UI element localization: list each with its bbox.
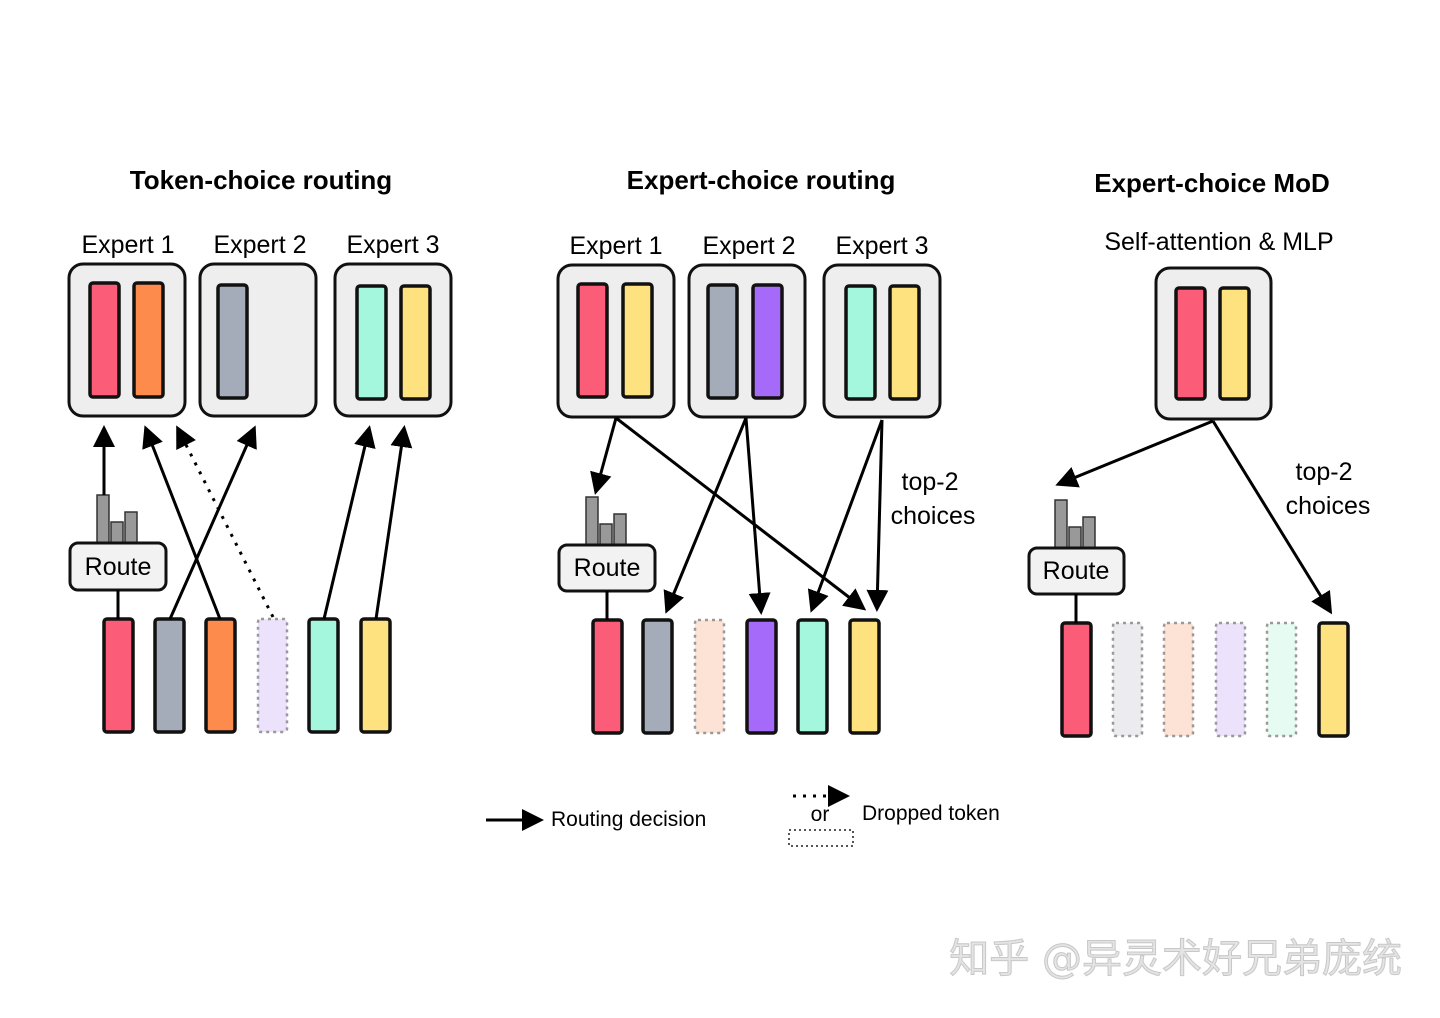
tc-expert-3-box xyxy=(333,262,453,418)
ec-arrow-e2-to-gray xyxy=(663,417,748,614)
tc-token-mint xyxy=(307,617,340,734)
token-choice-title: Token-choice routing xyxy=(130,165,392,195)
tc-expert-3-label: Expert 3 xyxy=(346,231,439,259)
mod-title: Expert-choice MoD xyxy=(1094,168,1330,198)
tc-arrow-yellow-to-e3 xyxy=(374,425,413,620)
ec-token-gray xyxy=(641,618,674,735)
mod-token-dropped-lavender xyxy=(1214,621,1247,738)
mod-token-dropped-peach xyxy=(1162,621,1195,738)
ec-token-yellow xyxy=(848,618,881,735)
mod-router-chart-icon xyxy=(1054,499,1096,551)
tc-e1-token-orange xyxy=(132,281,165,399)
expert-choice-title: Expert-choice routing xyxy=(627,165,896,195)
ec-token-mint xyxy=(796,618,829,735)
ec-e3-token-mint xyxy=(844,284,877,401)
tc-router-chart-icon xyxy=(96,494,138,546)
ec-token-purple xyxy=(745,618,778,735)
mod-block-token-yellow xyxy=(1218,286,1251,401)
tc-token-orange xyxy=(204,617,237,734)
ec-arrow-e3-to-yellow xyxy=(866,419,889,612)
mod-arrow-to-yellow xyxy=(1211,420,1333,615)
mod-block-token-red xyxy=(1174,286,1207,401)
expert-choice-panel: Expert-choice routing Expert 1 Expert 2 … xyxy=(556,165,976,735)
ec-router-chart-icon xyxy=(585,496,627,548)
mod-block-label: Self-attention & MLP xyxy=(1104,228,1333,256)
tc-expert-2-label: Expert 2 xyxy=(213,231,306,259)
tc-arrow-dropped xyxy=(176,425,275,618)
mod-route-label: Route xyxy=(1043,557,1110,585)
ec-expert-1-label: Expert 1 xyxy=(569,232,662,260)
ec-e1-token-yellow xyxy=(621,282,654,399)
legend-dropped-token: Dropped token xyxy=(862,802,1000,825)
mod-annotation-line2: choices xyxy=(1286,492,1371,520)
tc-token-gray xyxy=(153,617,186,734)
ec-annotation-line2: choices xyxy=(891,502,976,530)
ec-e2-token-gray xyxy=(706,283,739,400)
token-choice-panel: Token-choice routing Expert 1 Expert 2 E… xyxy=(67,165,453,734)
legend-or: or xyxy=(811,803,830,826)
ec-route-label: Route xyxy=(574,554,641,582)
mod-token-red xyxy=(1060,621,1093,738)
legend: Routing decision or Dropped token xyxy=(486,785,1000,847)
ec-arrow-e1-to-yellow xyxy=(615,416,867,611)
tc-token-red xyxy=(102,617,135,734)
ec-expert-3-box xyxy=(822,263,942,419)
tc-token-yellow xyxy=(359,617,392,734)
mod-block-box xyxy=(1154,266,1273,421)
ec-expert-3-label: Expert 3 xyxy=(835,232,928,260)
tc-arrow-mint-to-e3 xyxy=(322,425,376,620)
tc-arrow-orange-to-e1 xyxy=(142,425,222,620)
tc-token-dropped xyxy=(256,617,289,734)
mod-panel: Expert-choice MoD Self-attention & MLP R… xyxy=(1027,168,1371,738)
mod-token-dropped-mint xyxy=(1265,621,1298,738)
ec-arrow-e1-to-red xyxy=(590,417,618,495)
tc-route-label: Route xyxy=(85,553,152,581)
tc-e3-token-yellow xyxy=(399,284,432,401)
tc-e2-token-gray xyxy=(216,283,249,400)
ec-e2-token-purple xyxy=(751,283,784,400)
mod-token-dropped-gray xyxy=(1111,621,1144,738)
ec-token-dropped xyxy=(693,618,726,735)
mod-token-yellow xyxy=(1317,621,1350,738)
ec-arrow-e2-to-purple xyxy=(744,417,771,615)
ec-expert-2-label: Expert 2 xyxy=(702,232,795,260)
tc-e3-token-mint xyxy=(355,284,388,401)
legend-routing-decision: Routing decision xyxy=(551,808,706,831)
ec-e3-token-yellow xyxy=(888,284,921,401)
tc-expert-1-label: Expert 1 xyxy=(81,231,174,259)
tc-arrow-gray-to-e2 xyxy=(168,425,257,620)
ec-expert-1-box xyxy=(556,263,676,419)
tc-e1-token-red xyxy=(88,281,121,399)
ec-arrow-e3-to-mint xyxy=(807,419,884,613)
ec-e1-token-red xyxy=(576,282,609,399)
mod-annotation-line1: top-2 xyxy=(1296,458,1353,486)
watermark-text: 知乎 @异灵术好兄弟庞统 xyxy=(949,936,1402,982)
ec-token-red xyxy=(591,618,624,735)
ec-annotation-line1: top-2 xyxy=(902,468,959,496)
mod-arrow-to-route xyxy=(1055,419,1214,488)
tc-expert-1-box xyxy=(67,262,187,418)
legend-dropped-box-icon xyxy=(788,829,854,847)
